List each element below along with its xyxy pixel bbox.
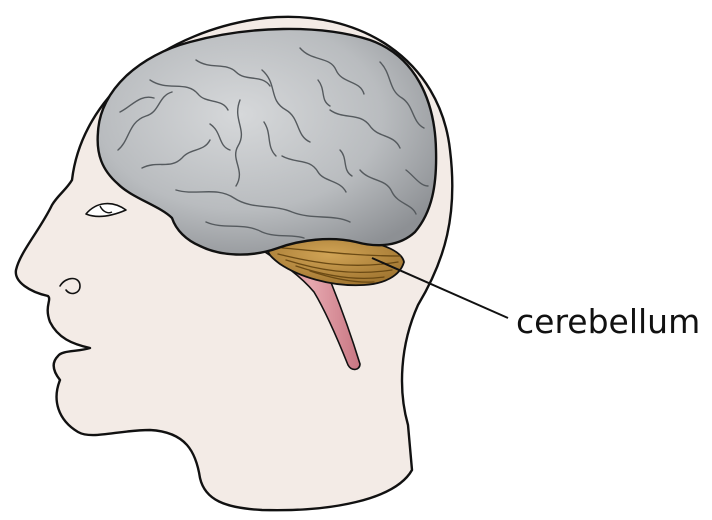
cerebellum-label: cerebellum — [516, 302, 700, 341]
